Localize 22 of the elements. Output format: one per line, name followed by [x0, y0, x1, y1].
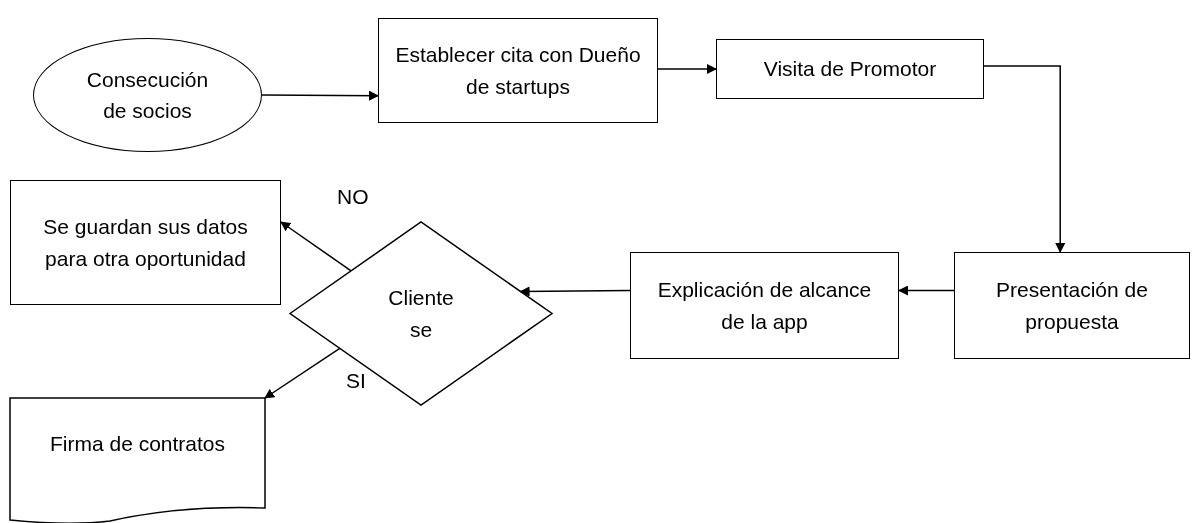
node-text: Consecución de socios: [85, 66, 210, 124]
arrow: [280, 221, 352, 272]
arrow: [261, 90, 379, 101]
node-text: Establecer cita con Dueño de startups: [394, 42, 642, 100]
process-box: [954, 252, 1190, 359]
arrow: [657, 64, 717, 74]
process-box: [10, 180, 281, 305]
arrow: [983, 65, 1066, 253]
arrow: [519, 286, 631, 297]
process-box: [630, 252, 899, 359]
node-text: Visita de Promotor: [763, 56, 937, 83]
node-text: Presentación de propuesta: [995, 277, 1149, 335]
node-text: Cliente se: [387, 285, 455, 343]
arrow: [898, 285, 955, 296]
node-text: Firma de contratos: [49, 431, 226, 458]
node-text: Explicación de alcance de la app: [656, 277, 873, 335]
document-shape: [9, 397, 266, 523]
decision-diamond: [288, 221, 554, 406]
arrow: [264, 347, 341, 399]
node-text: Se guardan sus datos para otra oportunidad: [42, 214, 249, 272]
process-box: [716, 39, 984, 99]
process-box: [378, 18, 658, 123]
